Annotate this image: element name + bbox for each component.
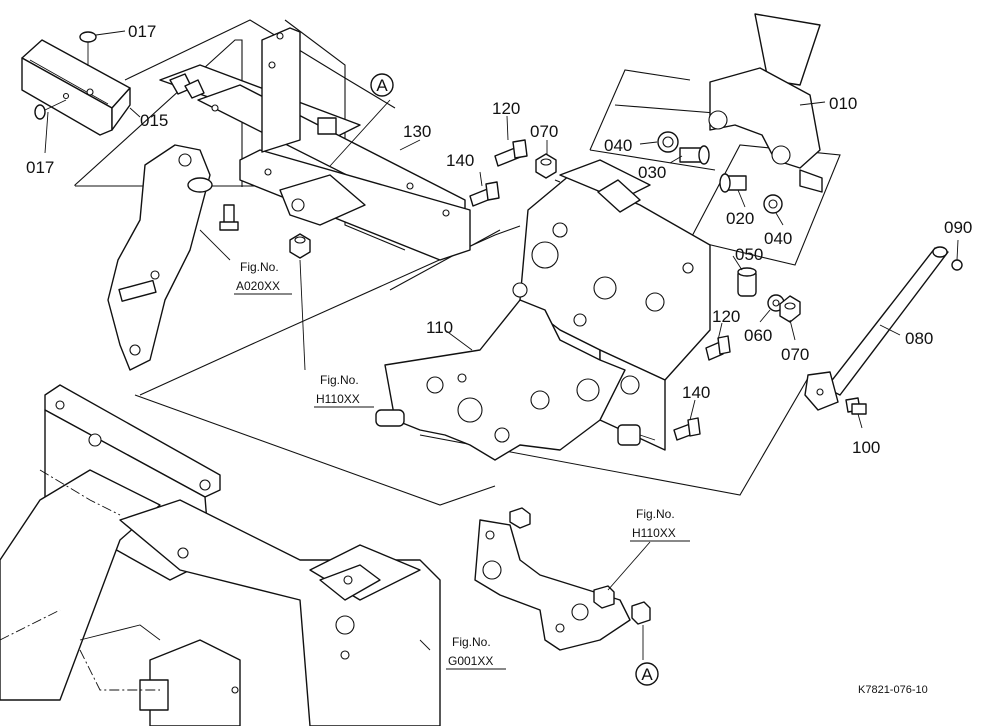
lower-bracket	[474, 507, 651, 651]
label-110: 110	[426, 318, 453, 337]
channel-bracket-015	[21, 39, 131, 136]
fig-ref-h110-right-code: H110XX	[632, 526, 676, 540]
bolt-140-lower	[673, 417, 701, 441]
label-140-lower: 140	[682, 383, 710, 402]
label-017-left: 017	[26, 158, 54, 177]
fig-ref-h110-left: Fig.No. H110XX	[314, 373, 374, 408]
nut-070-upper	[535, 153, 557, 179]
label-120-upper: 120	[492, 99, 520, 118]
callout-a-bottom-text: A	[641, 665, 653, 684]
collar-040-upper	[657, 131, 679, 153]
bolt-140-upper	[469, 181, 500, 207]
fig-ref-a020: Fig.No. A020XX	[234, 260, 292, 295]
pin-017-left	[34, 99, 67, 120]
drawing-id: K7821-076-10	[858, 684, 928, 696]
leader-lines	[44, 30, 959, 660]
label-010: 010	[829, 94, 857, 113]
callout-a-top: A	[370, 73, 394, 97]
fig-ref-a020-code: A020XX	[236, 279, 280, 293]
label-070-upper: 070	[530, 122, 558, 141]
fig-ref-h110-left-title: Fig.No.	[320, 373, 359, 387]
label-060: 060	[744, 326, 772, 345]
pedal-switch	[617, 424, 656, 446]
label-015: 015	[140, 111, 168, 130]
bolt-120-upper	[494, 139, 528, 167]
bushing-050	[737, 267, 757, 297]
label-080: 080	[905, 329, 933, 348]
label-050: 050	[735, 245, 763, 264]
part-labels: 017 015 017 130 120 070 140 010 040 030 …	[26, 22, 972, 457]
pedal-plate-110	[375, 299, 626, 461]
group-frame-lines	[74, 19, 841, 506]
pedal-bracket-left	[107, 144, 213, 371]
label-120-lower: 120	[712, 307, 740, 326]
bolt-020	[719, 173, 747, 193]
collar-040-lower	[763, 194, 783, 214]
label-030: 030	[638, 163, 666, 182]
callout-a-top-text: A	[376, 76, 388, 95]
fig-ref-g001-code: G001XX	[448, 654, 493, 668]
fig-ref-g001-title: Fig.No.	[452, 635, 491, 649]
clip-090	[951, 259, 963, 271]
lever-arm-010	[708, 13, 823, 193]
pin-017-top	[79, 31, 97, 66]
nut-h110	[289, 233, 311, 259]
fig-ref-h110-right: Fig.No. H110XX	[630, 507, 690, 542]
label-140-upper: 140	[446, 151, 474, 170]
label-090: 090	[944, 218, 972, 237]
label-020: 020	[726, 209, 754, 228]
frame-assembly	[0, 384, 441, 726]
nut-070-lower	[779, 295, 801, 323]
rod-080	[804, 246, 949, 411]
fig-ref-h110-left-code: H110XX	[316, 392, 360, 406]
bolt-100	[845, 397, 867, 415]
bolt-030	[679, 145, 710, 165]
bolt-120-lower	[705, 335, 731, 361]
label-070-lower: 070	[781, 345, 809, 364]
fig-ref-g001: Fig.No. G001XX	[446, 635, 506, 670]
callout-a-bottom: A	[635, 662, 659, 686]
label-100: 100	[852, 438, 880, 457]
fig-ref-h110-right-title: Fig.No.	[636, 507, 675, 521]
label-040-upper: 040	[604, 136, 632, 155]
label-130: 130	[403, 122, 431, 141]
bolt-a020	[219, 204, 239, 231]
fig-ref-a020-title: Fig.No.	[240, 260, 279, 274]
cross-bracket-130	[159, 27, 471, 261]
label-040-lower: 040	[764, 229, 792, 248]
label-017-top: 017	[128, 22, 156, 41]
frame-dashes	[0, 469, 160, 691]
